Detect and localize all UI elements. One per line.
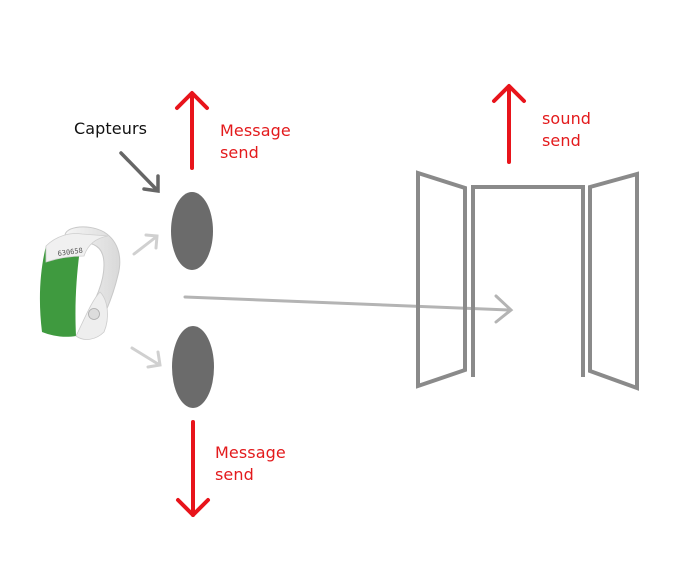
sound-send-arrow-up: [492, 84, 526, 164]
message-send-arrow-up: [175, 91, 209, 170]
sensor-top: [171, 192, 213, 270]
wristband-snap-icon: [88, 308, 100, 320]
wristband-image: 630658: [39, 226, 121, 340]
message-send-arrow-down: [176, 420, 210, 517]
detection-arrow-top: [132, 233, 159, 256]
message-send-top-label: Message send: [220, 121, 291, 162]
capteurs-label: Capteurs: [74, 119, 148, 138]
signal-beam-arrow: [183, 294, 514, 324]
door-frame: [471, 185, 585, 377]
wristband-code: 630658: [57, 247, 83, 258]
detection-arrow-bottom: [130, 346, 162, 369]
door-right-panel: [588, 171, 639, 391]
door-left-panel: [416, 170, 467, 389]
message-send-bottom-label: Message send: [215, 443, 286, 484]
sensor-bottom: [172, 326, 214, 408]
capteurs-pointer-arrow: [119, 151, 160, 194]
sound-send-label: sound send: [542, 109, 592, 150]
door-icon: [416, 170, 639, 391]
